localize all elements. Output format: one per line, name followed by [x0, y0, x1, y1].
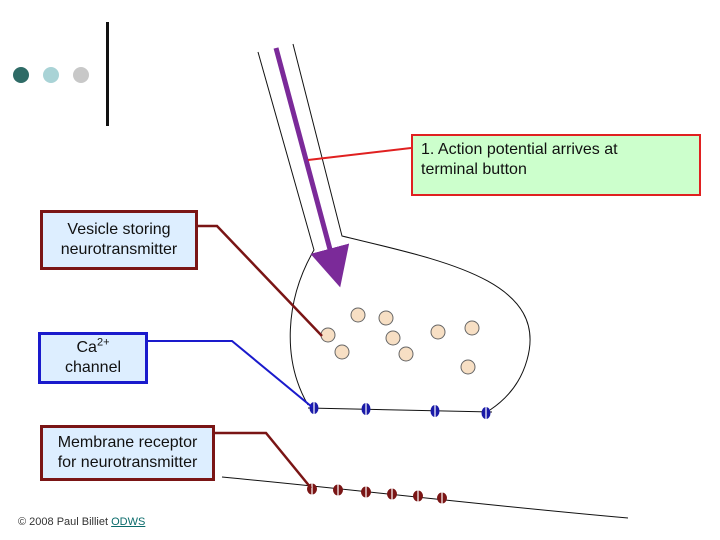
odws-link[interactable]: ODWS [111, 516, 146, 528]
vesicle [378, 310, 394, 326]
vesicle [334, 344, 350, 360]
vesicle-label-line1: Vesicle storing [67, 221, 171, 238]
ca-label-line1: Ca2+ [41, 336, 145, 358]
action-potential-arrow [273, 47, 350, 288]
vesicles [320, 307, 480, 375]
vesicle [350, 307, 366, 323]
axon-left-wall [257, 51, 315, 406]
receptor [387, 488, 397, 500]
credit-text: © 2008 Paul Billiet [18, 516, 112, 528]
ca-superscript: 2+ [96, 336, 110, 349]
ca-channel [309, 401, 319, 415]
vesicle-label-line2: neurotransmitter [60, 241, 178, 258]
vesicle [398, 346, 414, 362]
receptor [413, 490, 423, 502]
vesicle [464, 320, 480, 336]
membrane-receptors [307, 483, 447, 504]
ca-channel [430, 404, 440, 418]
receptor [333, 484, 343, 496]
ca-channel [481, 406, 491, 420]
ca-label-line2: channel [64, 359, 122, 376]
presynaptic-membrane [307, 407, 493, 413]
postsynaptic-membrane [221, 476, 629, 519]
receptor-label: Membrane receptor for neurotransmitter [40, 425, 215, 481]
ca-base: Ca [76, 339, 97, 356]
ca-leader-line [148, 340, 313, 408]
axon-right-wall [292, 43, 531, 411]
copyright-credit: © 2008 Paul Billiet ODWS [18, 516, 145, 528]
vesicle-label: Vesicle storing neurotransmitter [40, 210, 198, 270]
header-divider [106, 22, 109, 126]
action-label-line1: 1. Action potential arrives at [421, 141, 618, 158]
slide-dot-2 [43, 67, 59, 83]
vesicle [460, 359, 476, 375]
ca-channels [309, 401, 491, 420]
slide-dot-3 [73, 67, 89, 83]
receptor [437, 492, 447, 504]
action-leader-line [307, 147, 412, 161]
vesicle [385, 330, 401, 346]
action-potential-label: 1. Action potential arrives at terminal … [411, 134, 701, 196]
vesicle-leader-line [198, 224, 323, 337]
slide-dot-1 [13, 67, 29, 83]
vesicle [430, 324, 446, 340]
action-label-line2: terminal button [421, 161, 527, 178]
ca-channel-label: Ca2+ channel [38, 332, 148, 384]
receptor-label-line1: Membrane receptor [57, 434, 198, 451]
receptor [361, 486, 371, 498]
vesicle [320, 327, 336, 343]
receptor-label-line2: for neurotransmitter [57, 454, 198, 471]
receptor-leader-line [215, 431, 312, 489]
ca-channel [361, 402, 371, 416]
